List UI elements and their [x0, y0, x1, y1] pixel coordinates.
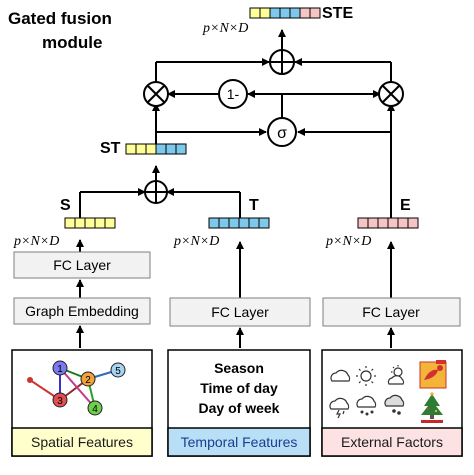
multiply-operator-right: [378, 81, 404, 107]
add-operator-lower: [144, 180, 168, 204]
spatial-features-panel: Spatial Features 1 2 3 4 5: [11, 349, 153, 457]
graph-node-1-label: 1: [57, 364, 63, 375]
sigma-label: σ: [277, 125, 287, 142]
diagram-title-line1: Gated fusion: [8, 9, 112, 28]
christmas-tree-icon: [421, 392, 443, 423]
graph-node-4: [87, 400, 103, 416]
fc-layer-external: FC Layer: [322, 297, 461, 327]
s-vector: [64, 217, 116, 229]
fc-layer-temporal-label: FC Layer: [211, 304, 269, 320]
graph-embedding-label: Graph Embedding: [25, 303, 139, 319]
one-minus-operator: 1-: [218, 79, 248, 109]
t-label: T: [249, 197, 259, 214]
graph-node-2: [80, 371, 96, 387]
sunny-icon: [356, 366, 376, 386]
ste-label: STE: [322, 5, 353, 22]
graph-node-4-label: 4: [92, 404, 98, 415]
external-factors-caption: External Factors: [341, 434, 443, 450]
multiply-operator-left: [143, 81, 169, 107]
partly-cloudy-icon: [387, 365, 405, 385]
graph-node-3-label: 3: [57, 396, 63, 407]
temporal-line-time-of-day: Time of day: [200, 380, 278, 396]
graph-node-2-label: 2: [85, 375, 91, 386]
temporal-line-season: Season: [214, 360, 264, 376]
shape-label-ste: p×N×D: [202, 21, 248, 36]
snow-icon: [356, 395, 377, 416]
temporal-features-panel: Season Time of day Day of week Temporal …: [167, 349, 311, 457]
e-label: E: [400, 197, 411, 214]
shape-label-s: p×N×D: [13, 234, 59, 249]
diagram-title-line2: module: [42, 33, 102, 52]
shape-label-t: p×N×D: [173, 234, 219, 249]
graph-node-1: [52, 360, 68, 376]
graph-illustration: 1 2 3 4 5: [27, 360, 126, 416]
spatial-features-caption: Spatial Features: [31, 434, 133, 450]
external-factors-panel: External Factors: [321, 349, 463, 457]
e-vector: [357, 217, 419, 229]
s-label: S: [60, 197, 71, 214]
fc-layer-external-label: FC Layer: [362, 304, 420, 320]
one-minus-label: 1-: [227, 86, 240, 102]
fc-layer-spatial-label: FC Layer: [53, 257, 111, 273]
fc-layer-temporal: FC Layer: [169, 297, 311, 327]
temporal-features-caption: Temporal Features: [181, 434, 298, 450]
st-vector: [125, 143, 187, 155]
cloudy-icon: [330, 369, 351, 382]
thunderstorm-icon: [329, 397, 350, 419]
graph-embedding-layer: Graph Embedding: [13, 297, 151, 325]
graph-node-3: [52, 392, 68, 408]
shape-label-e: p×N×D: [325, 234, 371, 249]
new-year-icon: [419, 360, 447, 389]
fc-layer-spatial: FC Layer: [13, 251, 151, 279]
temporal-line-day-of-week: Day of week: [199, 400, 280, 416]
ste-vector: [249, 7, 321, 19]
sigma-gate-operator: σ: [267, 117, 297, 147]
windy-icon: [384, 394, 405, 415]
graph-node-5: [110, 362, 126, 378]
graph-node-5-label: 5: [115, 366, 121, 377]
st-label: ST: [100, 140, 121, 157]
t-vector: [208, 217, 270, 229]
add-operator-top: [269, 49, 295, 75]
